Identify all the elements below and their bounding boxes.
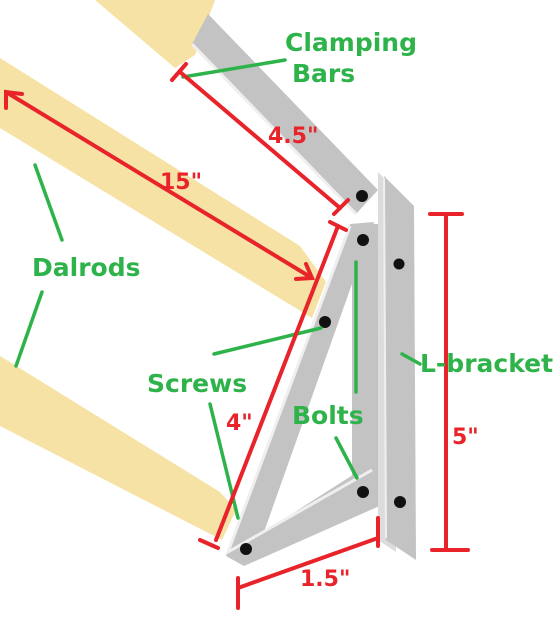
dalrod-lower bbox=[0, 356, 236, 540]
label-dalrods: Dalrods bbox=[32, 253, 140, 282]
label-bars: Bars bbox=[292, 59, 355, 88]
leader-l-bracket bbox=[400, 352, 422, 366]
dim-clamp-cap-a bbox=[170, 62, 188, 82]
dim-clamp-cap-b bbox=[332, 198, 350, 216]
dim-diagonal-cap-b bbox=[198, 538, 220, 550]
fasteners-group bbox=[240, 190, 406, 555]
leader-bolts-base bbox=[334, 436, 359, 480]
dim-label-rod: 15" bbox=[160, 170, 202, 195]
screw-base bbox=[240, 543, 252, 555]
dimension-lines bbox=[4, 62, 470, 610]
dim-diagonal-cap-a bbox=[328, 220, 348, 232]
dalrod-top bbox=[95, 0, 215, 68]
bolt-base bbox=[357, 486, 369, 498]
bolt-clamp-lower bbox=[357, 234, 369, 246]
dim-label-diagonal: 4" bbox=[226, 411, 253, 436]
dim-label-height: 5" bbox=[452, 425, 479, 450]
dim-clamp bbox=[178, 70, 342, 210]
l-bracket-group bbox=[378, 172, 416, 560]
diagonal-strut bbox=[226, 222, 374, 560]
l-bracket-face bbox=[384, 176, 416, 560]
leader-dalrods-top bbox=[33, 163, 64, 242]
bolt-lbracket-top bbox=[393, 258, 405, 270]
dim-base bbox=[236, 536, 380, 590]
leader-lines bbox=[14, 58, 422, 520]
bolt-lbracket-bottom bbox=[394, 496, 406, 508]
dim-label-clamp: 4.5" bbox=[268, 124, 318, 149]
bracket-highlight bbox=[225, 225, 373, 556]
bolt-clamp-top bbox=[356, 190, 368, 202]
triangle-bracket-group bbox=[225, 222, 384, 566]
clamping-bar bbox=[192, 14, 378, 214]
label-clamping: Clamping bbox=[285, 28, 417, 57]
dim-label-base: 1.5" bbox=[300, 567, 350, 592]
l-bracket-highlight bbox=[383, 177, 387, 539]
label-bolts: Bolts bbox=[292, 401, 364, 430]
dim-rod-arrow-b bbox=[294, 262, 315, 281]
dim-rod bbox=[4, 90, 314, 280]
dim-diagonal bbox=[214, 224, 340, 542]
screw-diagonal bbox=[319, 316, 331, 328]
base-strut bbox=[226, 464, 384, 566]
leader-screws-top bbox=[212, 326, 323, 356]
dim-rod-arrow-a bbox=[4, 89, 24, 110]
label-screws: Screws bbox=[147, 369, 247, 398]
leader-dalrods-bottom bbox=[14, 290, 44, 368]
vertical-strut bbox=[352, 224, 378, 494]
label-l-bracket: L-bracket bbox=[420, 349, 553, 378]
leader-clamping bbox=[181, 58, 287, 79]
